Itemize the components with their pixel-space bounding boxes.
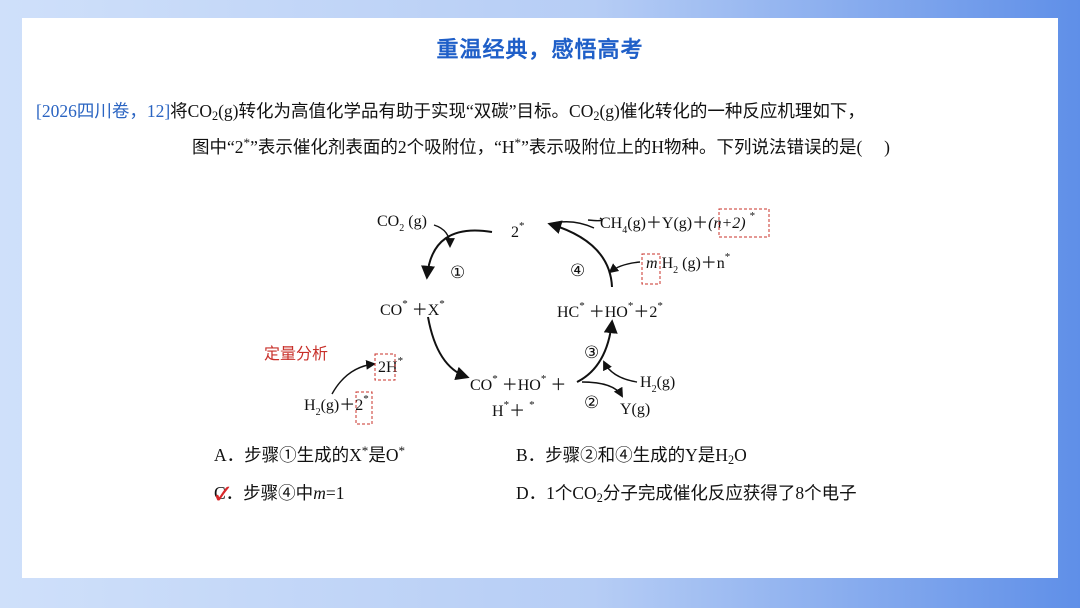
option-d[interactable]: D．1个CO2分子完成催化反应获得了8个电子 <box>516 483 857 506</box>
dashed-box-2star <box>355 391 373 425</box>
dashed-box-m <box>641 253 661 285</box>
option-c[interactable]: C．步骤④中m=1 <box>214 483 345 503</box>
question-stem-line1: [2026四川卷，12]将CO2(g)转化为高值化学品有助于实现“双碳”目标。C… <box>36 101 865 124</box>
arrow-h2-in-left <box>331 359 376 395</box>
label-hc-ho: HC* ＋HO*＋2* <box>557 300 663 321</box>
option-b[interactable]: B．步骤②和④生成的Y是H2O <box>516 445 747 468</box>
step-1: ① <box>450 263 465 283</box>
label-co-ho: CO* ＋HO* ＋ <box>470 373 566 394</box>
label-yg: Y(g) <box>620 401 650 418</box>
arrow-products-top <box>549 221 595 229</box>
arrow-co2-in <box>433 224 455 248</box>
check-mark-icon: ✓ <box>212 480 234 510</box>
arrow-products-out <box>587 217 603 222</box>
label-2h: 2H* <box>378 355 403 376</box>
label-co2: CO2 (g) <box>377 213 427 234</box>
arrow-y-out <box>581 381 623 398</box>
dashed-box-2h <box>374 353 396 381</box>
step-2: ② <box>584 393 599 413</box>
question-source: [2026四川卷，12] <box>36 101 171 121</box>
label-co-x: CO* ＋X* <box>380 298 445 319</box>
label-h-star: H*＋ * <box>492 399 535 420</box>
arc-coho-to-hc <box>576 319 618 383</box>
step-4: ④ <box>570 261 585 281</box>
content-card: 重温经典，感悟高考 [2026四川卷，12]将CO2(g)转化为高值化学品有助于… <box>22 18 1058 578</box>
dashed-box-n-plus-2 <box>718 208 770 238</box>
arc-co-to-coho <box>427 316 470 381</box>
arrow-h2-in-right <box>603 360 638 383</box>
label-products: CH4(g)＋Y(g)＋(n+2)* <box>600 210 755 236</box>
option-a[interactable]: A．步骤①生成的X*是O* <box>214 443 406 465</box>
question-stem-line2: 图中“2*”表示催化剂表面的2个吸附位，“H*”表示吸附位上的H物种。下列说法错… <box>192 135 891 157</box>
label-2star: 2* <box>511 220 525 241</box>
page-title: 重温经典，感悟高考 <box>436 38 644 63</box>
label-h2-right: H2(g) <box>640 374 675 395</box>
label-h2-left: H2(g)＋2* <box>304 393 369 418</box>
arc-hc-to-2star <box>547 220 613 288</box>
step-3: ③ <box>584 343 599 363</box>
annotation-quantitative-analysis: 定量分析 <box>264 344 328 363</box>
arrow-mh2-in <box>608 261 641 274</box>
